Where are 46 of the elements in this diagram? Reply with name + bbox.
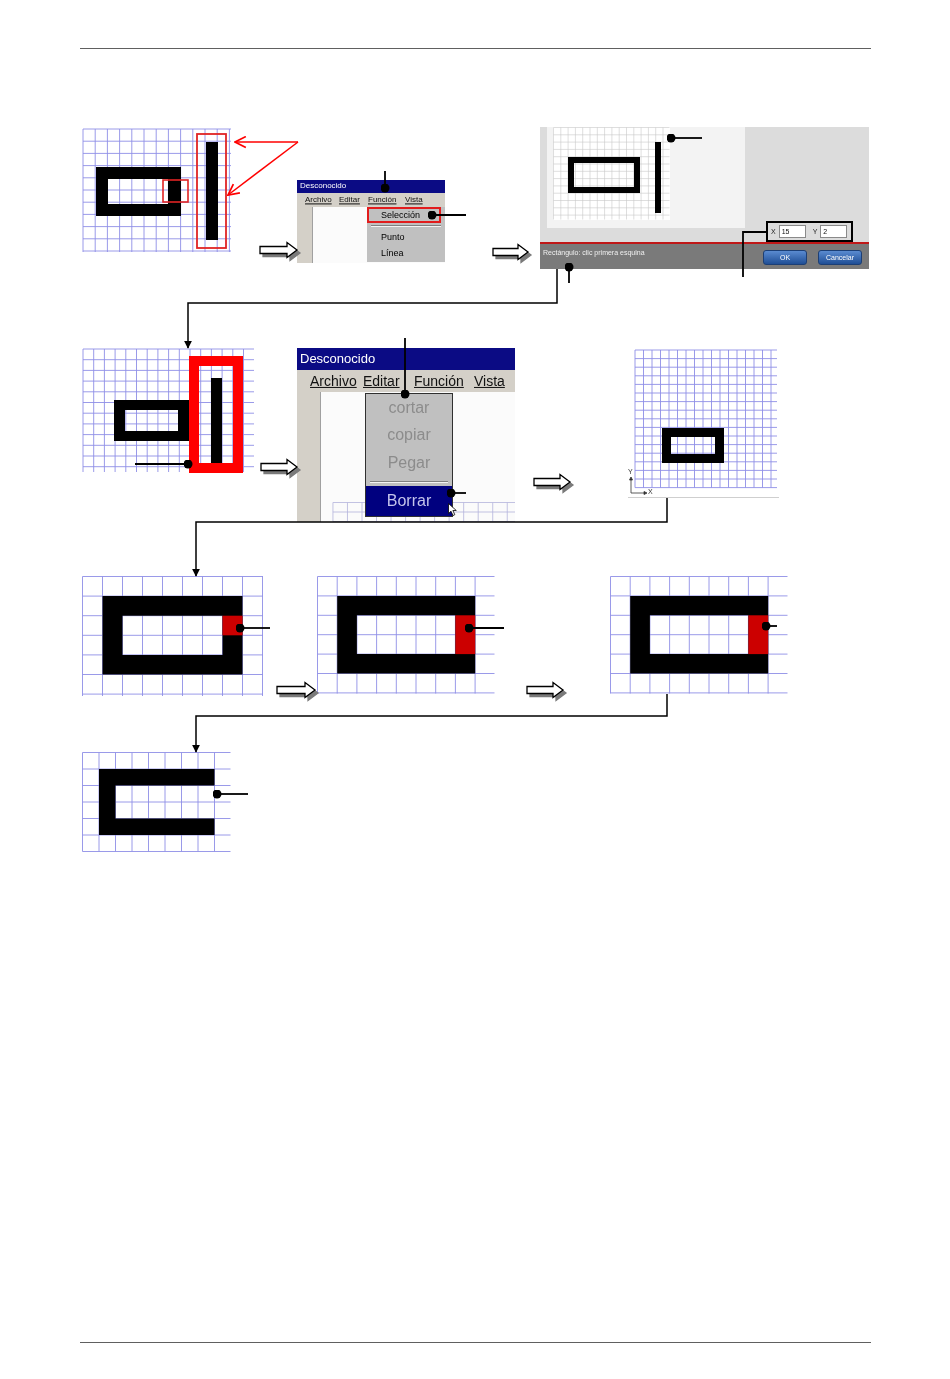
grid-drawing bbox=[82, 576, 264, 697]
leader-line bbox=[666, 133, 703, 143]
grid-drawing bbox=[317, 576, 495, 694]
leader-line bbox=[446, 488, 467, 498]
hollow-arrow bbox=[492, 243, 530, 261]
arrow bbox=[227, 141, 299, 196]
menu-label: Archivo bbox=[305, 195, 332, 205]
grid-drawing bbox=[82, 752, 231, 852]
leader-line bbox=[235, 623, 271, 633]
hollow-arrow bbox=[526, 681, 565, 699]
leader-line bbox=[464, 623, 505, 633]
leader-line bbox=[742, 231, 767, 278]
window-title: Desconocido bbox=[300, 351, 376, 367]
arrow bbox=[184, 268, 558, 349]
menu-label: Editar bbox=[339, 195, 360, 205]
leader-line bbox=[212, 789, 249, 799]
hollow-arrow bbox=[276, 681, 317, 699]
menu-item: Selección bbox=[381, 210, 421, 220]
menu-screenshot bbox=[297, 180, 445, 263]
menu-label: Vista bbox=[405, 195, 423, 205]
app-screenshot bbox=[540, 127, 869, 269]
hollow-arrow bbox=[533, 473, 572, 491]
leader-line bbox=[400, 337, 410, 399]
leader-line bbox=[564, 262, 574, 284]
menu-item: Punto bbox=[381, 232, 405, 242]
window-title: Desconocido bbox=[300, 182, 347, 191]
arrow bbox=[192, 693, 668, 753]
menu-item: Línea bbox=[381, 249, 404, 258]
menu-label: Archivo bbox=[310, 372, 357, 390]
leader-line bbox=[380, 170, 390, 193]
grid-drawing bbox=[610, 576, 788, 694]
menu-label: Función bbox=[414, 372, 464, 390]
leader-line bbox=[134, 459, 193, 469]
hollow-arrow bbox=[260, 458, 299, 476]
leader-line bbox=[427, 210, 467, 220]
leader-line bbox=[761, 621, 778, 631]
arrow bbox=[234, 135, 299, 149]
menu-screenshot bbox=[297, 348, 515, 522]
grid-drawing bbox=[82, 348, 255, 473]
menu-item: Borrar bbox=[386, 493, 432, 509]
menu-label: Función bbox=[368, 195, 397, 205]
arrow bbox=[192, 497, 668, 577]
menu-label: Vista bbox=[474, 372, 505, 390]
grid-drawing bbox=[82, 128, 232, 253]
hollow-arrow bbox=[259, 241, 299, 259]
menu-label: Editar bbox=[363, 372, 400, 390]
